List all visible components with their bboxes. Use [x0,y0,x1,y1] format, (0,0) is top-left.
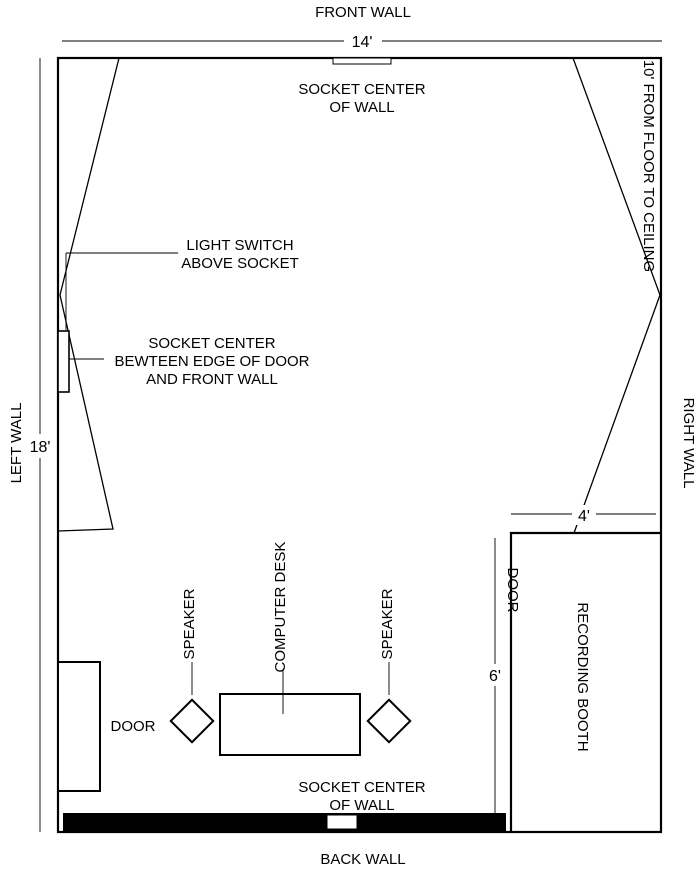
back-socket [326,814,358,830]
front-wall-label: FRONT WALL [315,4,411,21]
left-socket [57,330,70,393]
speaker-right [366,698,412,744]
computer-desk [219,693,361,756]
front-socket [332,57,392,65]
left-door [57,661,101,792]
booth-length-label: 6' [489,668,501,685]
right-wall-label: RIGHT WALL [680,398,697,489]
socket-front-line-1: SOCKET CENTER [298,81,425,98]
width-label-bg [344,31,382,51]
computer-desk-label: COMPUTER DESK [272,542,289,673]
recording-booth-wall [509,531,661,832]
ceiling-height-label: 10' FROM FLOOR TO CEILING [640,60,657,272]
light-switch-line-1: LIGHT SWITCH [186,237,293,254]
light-switch-line-2: ABOVE SOCKET [181,255,299,272]
socket-back-line-1: SOCKET CENTER [298,779,425,796]
booth-width-label-bg [572,505,596,525]
left-door-label: DOOR [111,718,156,735]
left-wall-label: LEFT WALL [8,403,25,484]
speaker-left-label: SPEAKER [181,588,198,659]
socket-left-line-2: BEWTEEN EDGE OF DOOR [114,353,309,370]
booth-width-label: 4' [578,508,590,525]
socket-left-line-3: AND FRONT WALL [146,371,278,388]
length-dimension-label: 18' [30,439,51,456]
socket-front-line-2: OF WALL [329,99,394,116]
width-dimension-label: 14' [352,34,373,51]
socket-back-line-2: OF WALL [329,797,394,814]
booth-length-label-bg [484,664,506,686]
back-wall-bar [63,813,506,831]
recording-booth-label: RECORDING BOOTH [574,602,591,751]
left-perspective-line [57,57,120,532]
speaker-left [169,698,215,744]
back-wall-label: BACK WALL [320,851,405,868]
booth-door-label: DOOR [504,568,521,613]
right-perspective-line [572,57,661,534]
socket-left-line-1: SOCKET CENTER [148,335,275,352]
speaker-right-label: SPEAKER [379,588,396,659]
length-label-bg [28,434,54,458]
